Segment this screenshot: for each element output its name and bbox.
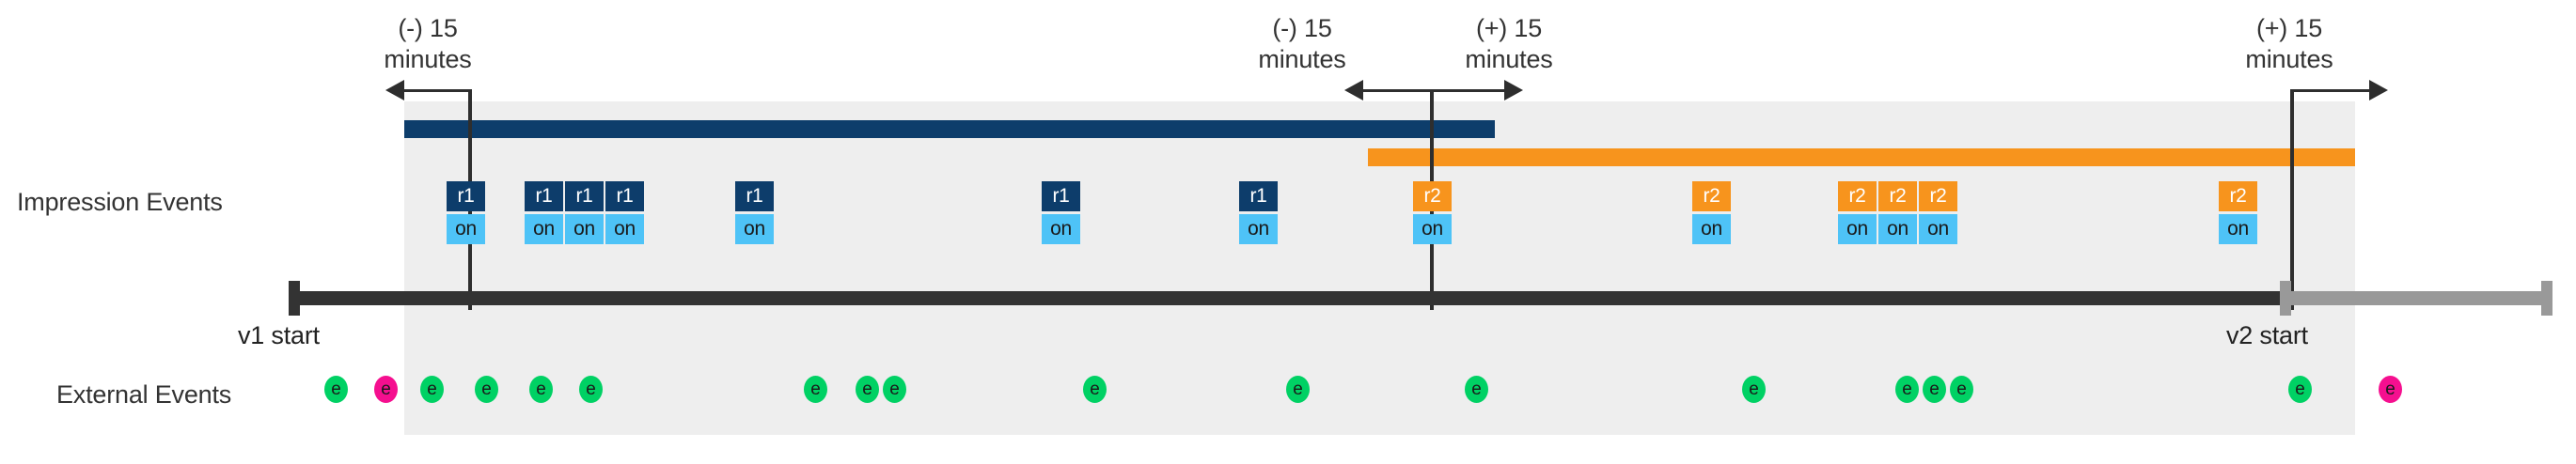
external-event-dot[interactable]: e bbox=[1286, 376, 1310, 403]
version-bar-r2 bbox=[1368, 148, 2355, 166]
timeline-end-cap bbox=[2541, 281, 2552, 316]
impression-badge-version[interactable]: r1 bbox=[447, 181, 485, 211]
impression-badge-version[interactable]: r2 bbox=[1838, 181, 1877, 211]
impression-badge-state[interactable]: on bbox=[1838, 214, 1877, 244]
impression-badge-version[interactable]: r1 bbox=[1042, 181, 1080, 211]
callout-guide-line-right-plus bbox=[2290, 89, 2294, 310]
impression-badge-version[interactable]: r1 bbox=[525, 181, 563, 211]
callout-arrow-head-mid-minus bbox=[1344, 80, 1363, 101]
impression-events-row-label: Impression Events bbox=[17, 188, 223, 216]
version-bar-r1 bbox=[404, 120, 1495, 138]
timeline-future-segment bbox=[2280, 291, 2552, 305]
impression-badge-version[interactable]: r2 bbox=[2219, 181, 2257, 211]
callout-arrow-head-right-plus bbox=[2369, 80, 2388, 101]
external-event-dot[interactable]: e bbox=[2288, 376, 2312, 403]
external-event-dot[interactable]: e bbox=[529, 376, 553, 403]
external-event-dot[interactable]: e bbox=[1895, 376, 1919, 403]
external-events-row-label: External Events bbox=[56, 380, 232, 409]
timeline-v1-start-cap bbox=[289, 281, 300, 316]
callout-arrow-head-left-minus bbox=[385, 80, 404, 101]
external-event-dot[interactable]: e bbox=[579, 376, 603, 403]
callout-arrow-line-left-minus bbox=[404, 89, 470, 92]
external-event-dot[interactable]: e bbox=[1083, 376, 1107, 403]
callout-arrow-head-mid-plus bbox=[1504, 80, 1523, 101]
impression-badge-state[interactable]: on bbox=[1042, 214, 1080, 244]
impression-badge-state[interactable]: on bbox=[1413, 214, 1452, 244]
external-event-dot[interactable]: e bbox=[804, 376, 827, 403]
impression-badge-state[interactable]: on bbox=[525, 214, 563, 244]
external-event-dot[interactable]: e bbox=[420, 376, 444, 403]
callout-arrow-line-right-plus bbox=[2292, 89, 2369, 92]
external-event-dot[interactable]: e bbox=[1465, 376, 1488, 403]
impression-badge-state[interactable]: on bbox=[447, 214, 485, 244]
impression-badge-version[interactable]: r1 bbox=[735, 181, 774, 211]
callout-arrow-line-mid-minus bbox=[1363, 89, 1432, 92]
timeline-active-segment bbox=[289, 291, 2280, 305]
impression-badge-version[interactable]: r2 bbox=[1878, 181, 1917, 211]
timeline-v2-start-cap bbox=[2280, 281, 2291, 316]
external-event-dot[interactable]: e bbox=[324, 376, 348, 403]
v1-start-label: v1 start bbox=[238, 321, 320, 349]
impression-badge-state[interactable]: on bbox=[1692, 214, 1731, 244]
external-event-dot[interactable]: e bbox=[1923, 376, 1946, 403]
impression-badge-state[interactable]: on bbox=[1239, 214, 1278, 244]
impression-badge-version[interactable]: r1 bbox=[565, 181, 604, 211]
callout-label-right-plus: (+) 15 minutes bbox=[2245, 14, 2333, 73]
impression-badge-version[interactable]: r2 bbox=[1919, 181, 1957, 211]
external-event-dot[interactable]: e bbox=[1742, 376, 1766, 403]
impression-badge-state[interactable]: on bbox=[605, 214, 644, 244]
impression-badge-version[interactable]: r2 bbox=[1692, 181, 1731, 211]
impression-badge-state[interactable]: on bbox=[2219, 214, 2257, 244]
impression-badge-state[interactable]: on bbox=[1919, 214, 1957, 244]
callout-label-mid-minus: (-) 15 minutes bbox=[1258, 14, 1346, 73]
impression-badge-version[interactable]: r2 bbox=[1413, 181, 1452, 211]
external-event-dot[interactable]: e bbox=[883, 376, 906, 403]
callout-arrow-line-mid-plus bbox=[1432, 89, 1504, 92]
v2-start-label: v2 start bbox=[2226, 321, 2308, 349]
impression-badge-state[interactable]: on bbox=[565, 214, 604, 244]
callout-label-mid-plus: (+) 15 minutes bbox=[1465, 14, 1553, 73]
external-event-dot[interactable]: e bbox=[475, 376, 498, 403]
impression-badge-version[interactable]: r1 bbox=[1239, 181, 1278, 211]
external-event-dot[interactable]: e bbox=[2379, 376, 2402, 403]
impression-badge-state[interactable]: on bbox=[1878, 214, 1917, 244]
external-event-dot[interactable]: e bbox=[1950, 376, 1973, 403]
impression-badge-state[interactable]: on bbox=[735, 214, 774, 244]
impression-badge-version[interactable]: r1 bbox=[605, 181, 644, 211]
external-event-dot[interactable]: e bbox=[374, 376, 398, 403]
callout-label-left-minus: (-) 15 minutes bbox=[384, 14, 472, 73]
external-event-dot[interactable]: e bbox=[856, 376, 879, 403]
